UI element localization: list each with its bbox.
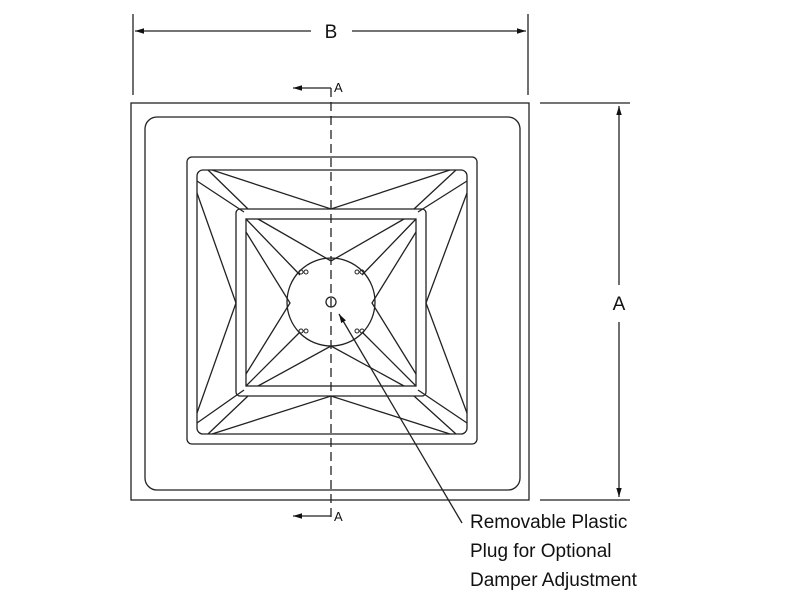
callout-line-1: Removable Plastic (470, 512, 627, 533)
outer-frame (130, 102, 530, 501)
plug-screws (298, 269, 365, 334)
callout: Removable Plastic Plug for Optional Damp… (338, 313, 638, 591)
section-line: A A (293, 80, 343, 524)
dimension-b-label: B (325, 22, 338, 43)
dimension-b: B (132, 14, 529, 95)
dimension-a-label: A (613, 294, 626, 315)
diffuser-panel (130, 102, 530, 501)
dimension-a: A (540, 102, 630, 501)
section-label-bottom: A (334, 509, 343, 524)
callout-leader-arrow (338, 313, 463, 524)
callout-line-3: Damper Adjustment (470, 570, 638, 591)
middle-frame (186, 156, 478, 445)
callout-line-2: Plug for Optional (470, 541, 612, 562)
middle-frame-inner (196, 169, 468, 435)
section-label-top: A (334, 80, 343, 95)
outer-border-inner (144, 116, 521, 491)
callout-text: Removable Plastic Plug for Optional Damp… (470, 512, 638, 591)
